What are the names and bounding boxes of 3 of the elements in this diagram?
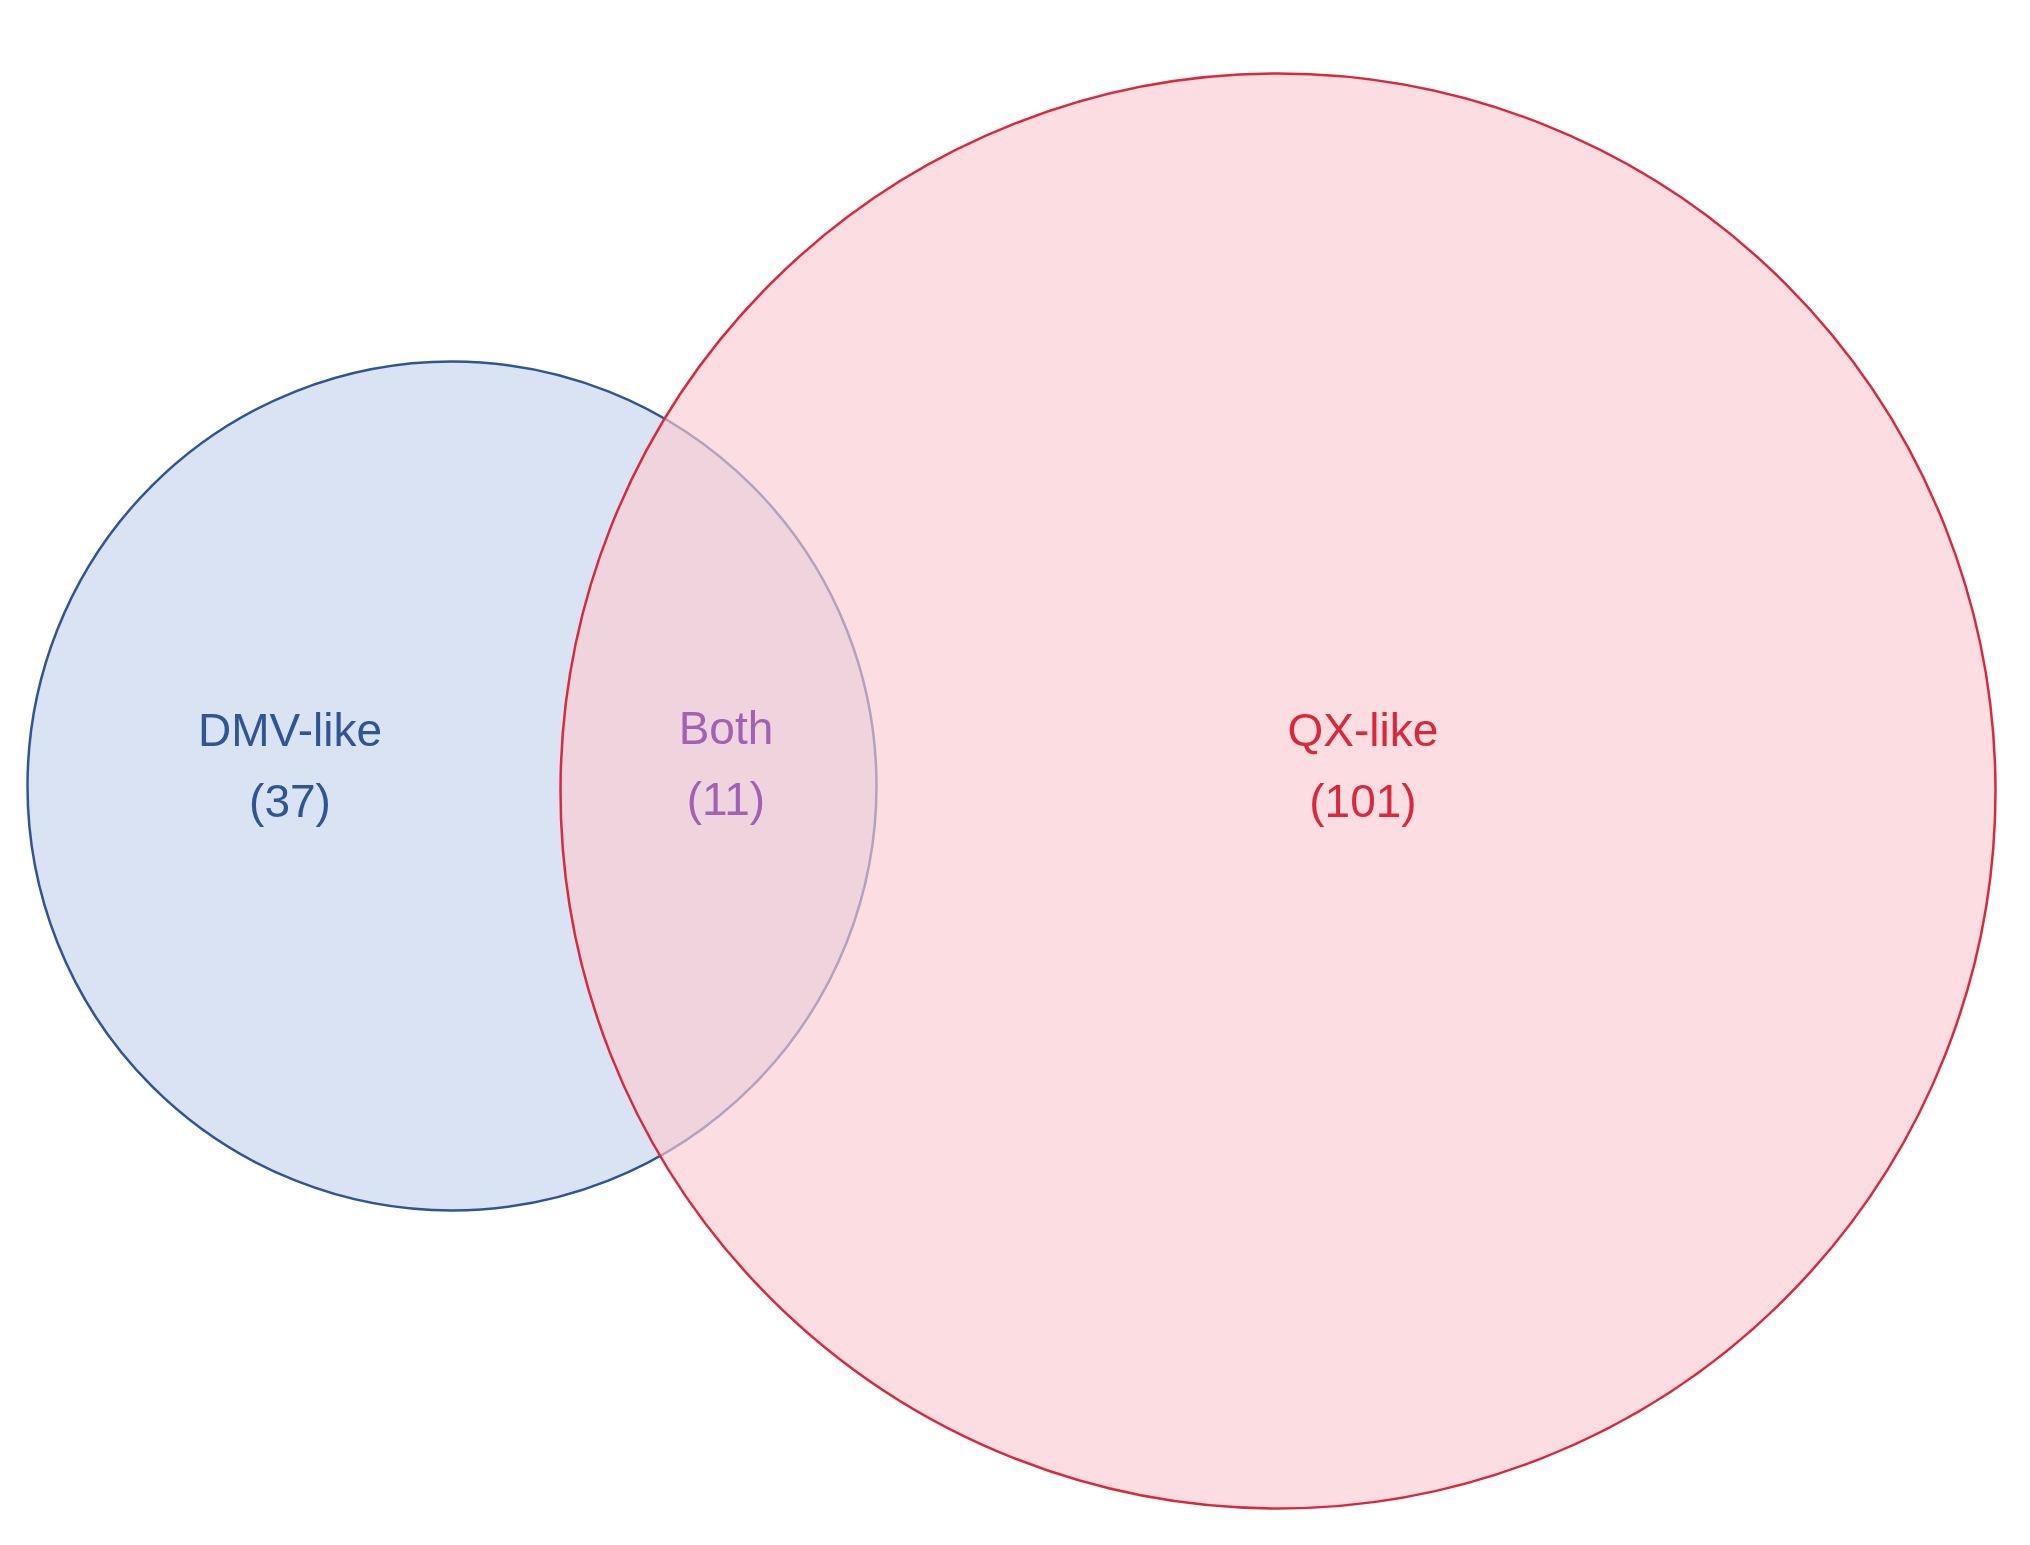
set-label: DMV-like (37): [197, 702, 383, 829]
set-label: QX-like (101): [1286, 702, 1440, 829]
overlap-label: Both (11): [677, 700, 775, 827]
